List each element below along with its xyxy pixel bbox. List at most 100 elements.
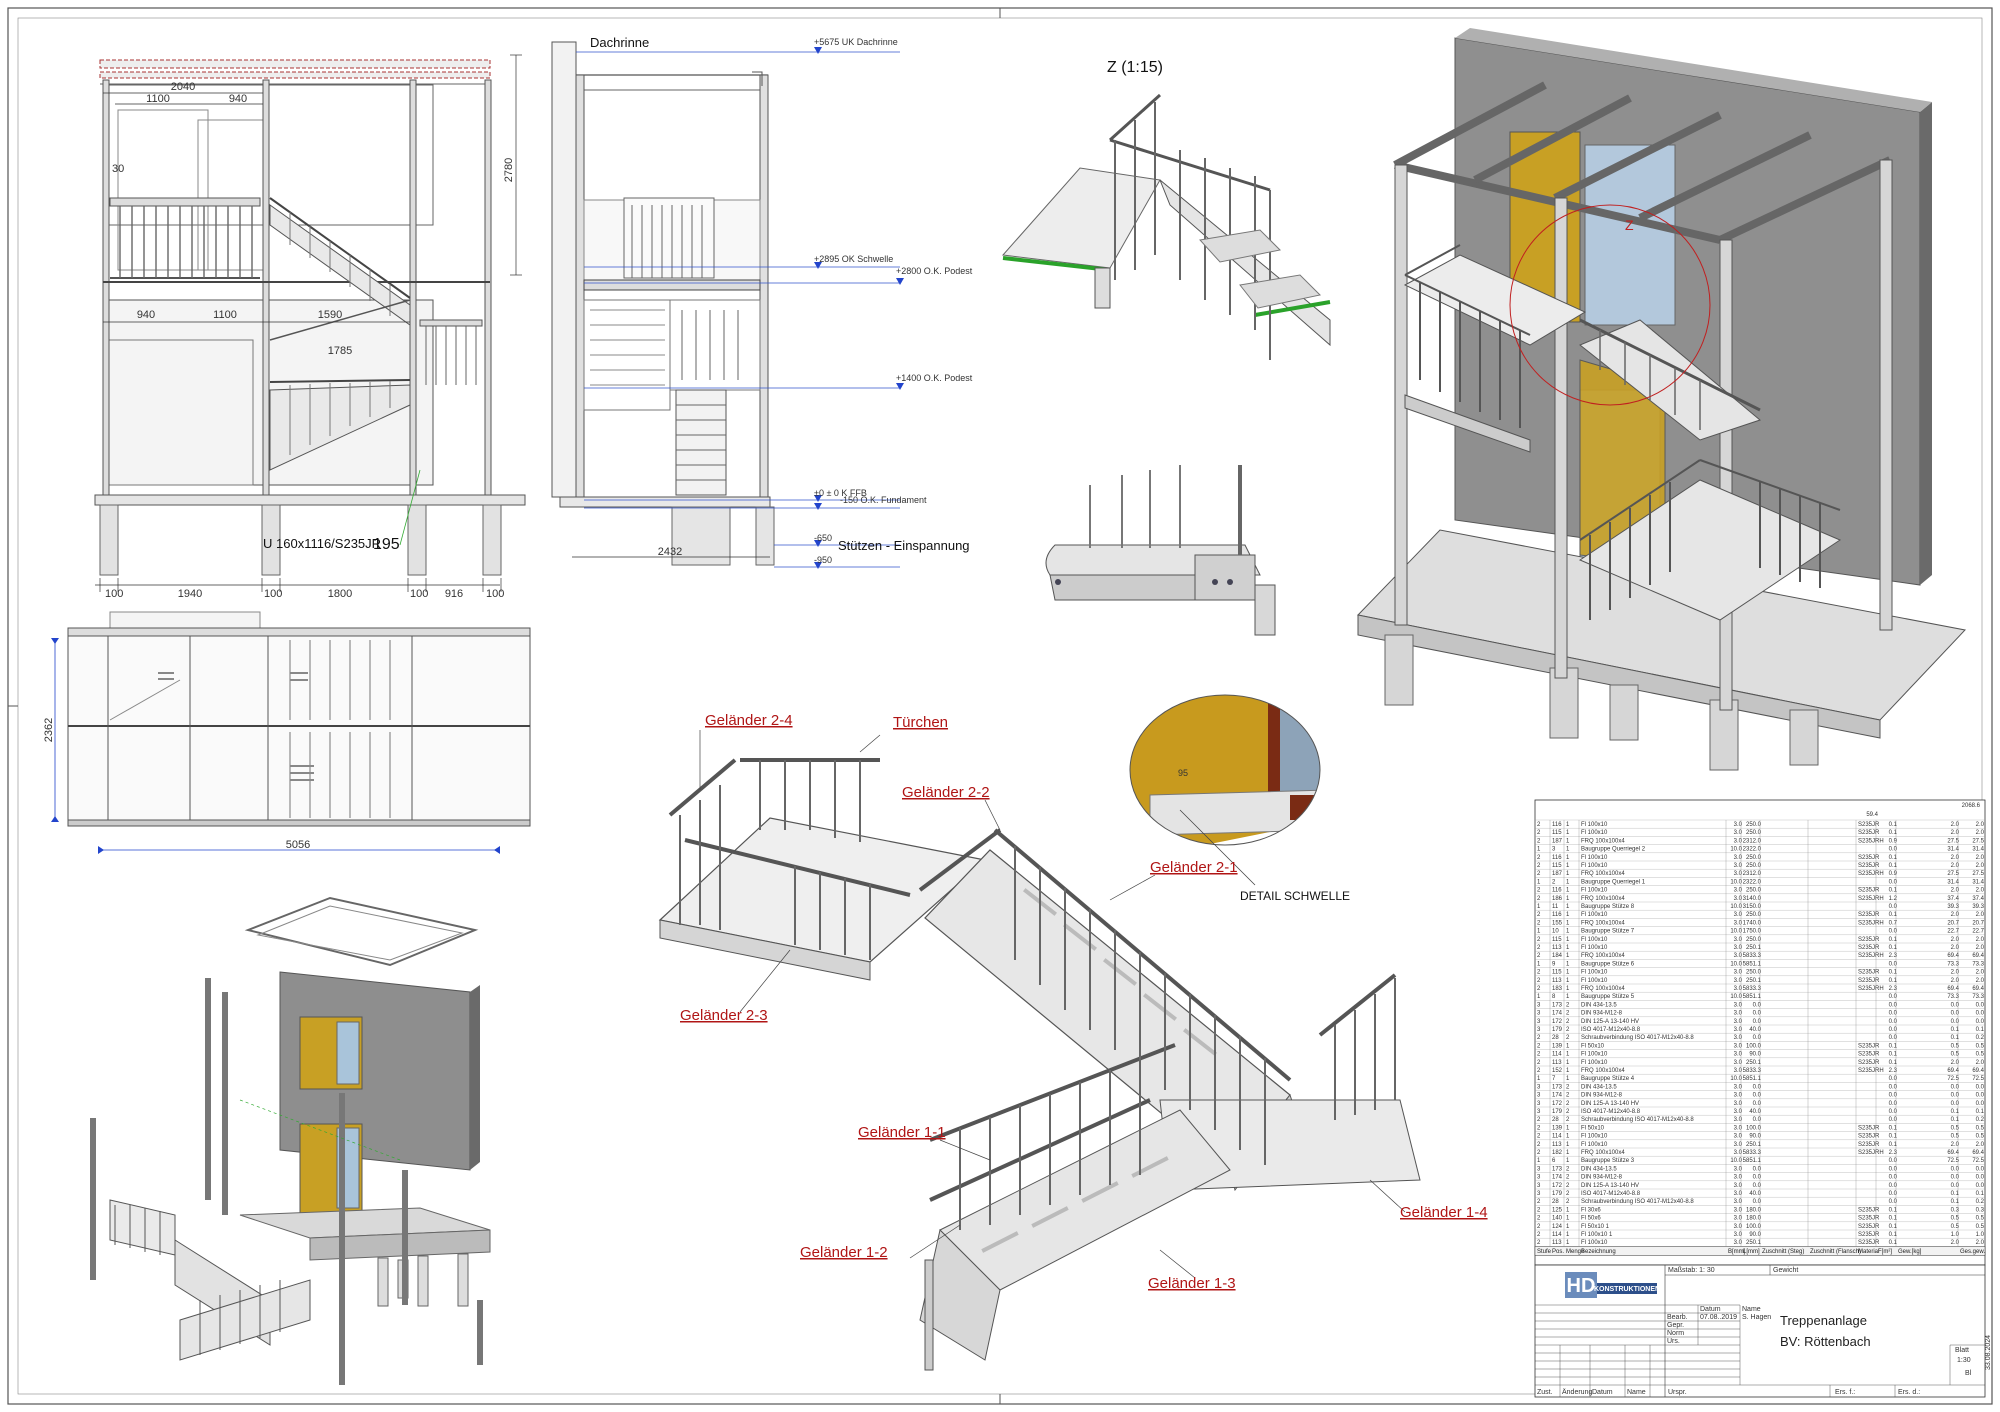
bom-cell: S235JRH [1858, 953, 1884, 959]
bom-cell: 2 [1537, 1060, 1541, 1066]
bom-cell: 1 [1566, 847, 1570, 853]
detail-z-view: Z (1:15) [1001, 59, 1331, 360]
bom-cell: FRQ 100x100x4 [1581, 896, 1625, 902]
detail-threshold-dim: 95 [1178, 768, 1188, 778]
bom-header-cell: Gew.[kg] [1898, 1249, 1922, 1255]
bom-cell: 10.0 [1730, 1158, 1742, 1164]
bom-cell: S235JR [1858, 830, 1880, 836]
logo-initials: HD [1567, 1275, 1596, 1297]
bom-cell: 0.0 [1976, 1166, 1985, 1172]
bom-cell: 0.0 [1951, 1175, 1960, 1181]
bom-cell: 1 [1566, 953, 1570, 959]
bom-cell: 1 [1566, 1142, 1570, 1148]
bom-cell: 3.0 [1734, 912, 1743, 918]
bom-cell: 3.0 [1734, 1191, 1743, 1197]
bom-cell: 2 [1566, 1002, 1570, 1008]
bom-cell: S235JR [1858, 863, 1880, 869]
bom-cell: 2 [1537, 1134, 1541, 1140]
dim-bottom-3: 100 [264, 588, 282, 600]
bom-cell: 2.3 [1889, 1150, 1898, 1156]
bom-cell: 3.0 [1734, 1043, 1743, 1049]
level-2800: +2800 O.K. Podest [896, 266, 973, 276]
bom-cell: 40.0 [1749, 1191, 1761, 1197]
bom-cell: 173 [1552, 1166, 1563, 1172]
bom-cell: Schraubverbindung ISO 4017-M12x40-8.8 [1581, 1117, 1694, 1123]
bom-cell: 3.0 [1734, 1035, 1743, 1041]
bom-cell: 0.1 [1889, 1232, 1898, 1238]
bom-cell: S235JR [1858, 1043, 1880, 1049]
rev-col-aenderung: Änderung [1562, 1388, 1592, 1396]
bom-cell: 0.0 [1889, 1175, 1898, 1181]
bom-cell: 1 [1566, 937, 1570, 943]
callout-gelaender-1-2: Geländer 1-2 [800, 1244, 888, 1261]
bom-cell: 2 [1537, 978, 1541, 984]
bom-cell: 1 [1566, 1207, 1570, 1213]
bom-cell: 1 [1566, 1216, 1570, 1222]
bom-cell: 2.0 [1951, 1240, 1960, 1246]
bom-cell: 0.5 [1951, 1216, 1960, 1222]
bom-cell: 140 [1552, 1216, 1563, 1222]
bom-cell: 113 [1552, 1240, 1562, 1246]
level-2895: +2895 OK Schwelle [814, 254, 893, 264]
bom-cell: 0.1 [1889, 937, 1898, 943]
detail-threshold-label: DETAIL SCHWELLE [1240, 889, 1350, 903]
bom-cell: DIN 125-A 13-140 HV [1581, 1019, 1639, 1025]
bom-cell: 2 [1566, 1183, 1570, 1189]
logo-name: KONSTRUKTIONEN [1594, 1286, 1660, 1293]
bom-cell: 0.1 [1889, 855, 1898, 861]
bom-cell: 2.0 [1951, 888, 1960, 894]
bom-cell: 115 [1552, 863, 1562, 869]
bom-cell: 250.0 [1746, 855, 1762, 861]
bom-cell: 3 [1537, 1191, 1541, 1197]
dim-940-top: 940 [229, 93, 247, 105]
bom-cell: 7 [1552, 1076, 1556, 1082]
bom-cell: 0.9 [1889, 838, 1898, 844]
bom-cell: Fl 50x10 [1581, 1043, 1605, 1049]
bom-cell: 0.0 [1976, 1101, 1985, 1107]
bom-cell: 2 [1537, 888, 1541, 894]
bom-cell: 173 [1552, 1084, 1563, 1090]
bom-cell: 0.0 [1951, 1093, 1960, 1099]
site-name: BV: Röttenbach [1780, 1334, 1871, 1349]
bom-cell: 1740.0 [1743, 920, 1762, 926]
bom-cell: 10.0 [1730, 847, 1742, 853]
bom-cell: 0.1 [1889, 822, 1898, 828]
bom-cell: 2 [1552, 879, 1556, 885]
bom-cell: 0.0 [1753, 1166, 1762, 1172]
bom-cell: S235JR [1858, 937, 1880, 943]
bom-cell: 20.7 [1947, 920, 1959, 926]
bom-cell: 0.0 [1889, 994, 1898, 1000]
bom-cell: 2 [1537, 1240, 1541, 1246]
bom-cell: 172 [1552, 1101, 1563, 1107]
iso-detail-marker: Z [1625, 217, 1634, 233]
bom-cell: 0.2 [1976, 1035, 1985, 1041]
bom-cell: 0.0 [1753, 1011, 1762, 1017]
bom-cell: 0.0 [1889, 1101, 1898, 1107]
bom-cell: 3.0 [1734, 1232, 1743, 1238]
bom-cell: S235JRH [1858, 986, 1884, 992]
bom-cell: 2 [1537, 1035, 1541, 1041]
bom-cell: 2 [1537, 1224, 1541, 1230]
bom-cell: 0.0 [1951, 1166, 1960, 1172]
bom-cell: 3.0 [1734, 970, 1743, 976]
bom-cell: Fl 100x10 1 [1581, 1232, 1613, 1238]
front-elevation-view: 2040 1100 940 30 940 1100 1590 1785 2780… [94, 54, 526, 600]
bom-cell: S235JR [1858, 855, 1880, 861]
bom-cell: 27.5 [1972, 871, 1984, 877]
bom-cell: 1 [1566, 994, 1570, 1000]
bom-cell: 2 [1537, 912, 1541, 918]
bom-cell: 2 [1566, 1019, 1570, 1025]
bom-cell: 2.0 [1976, 1060, 1985, 1066]
bom-cell: 0.5 [1951, 1043, 1960, 1049]
bom-cell: 2.0 [1951, 912, 1960, 918]
bom-cell: 0.0 [1889, 1019, 1898, 1025]
bom-cell: 3.0 [1734, 838, 1743, 844]
bom-cell: 0.0 [1889, 1158, 1898, 1164]
bom-cell: 72.5 [1972, 1076, 1984, 1082]
bom-cell: 2 [1537, 871, 1541, 877]
